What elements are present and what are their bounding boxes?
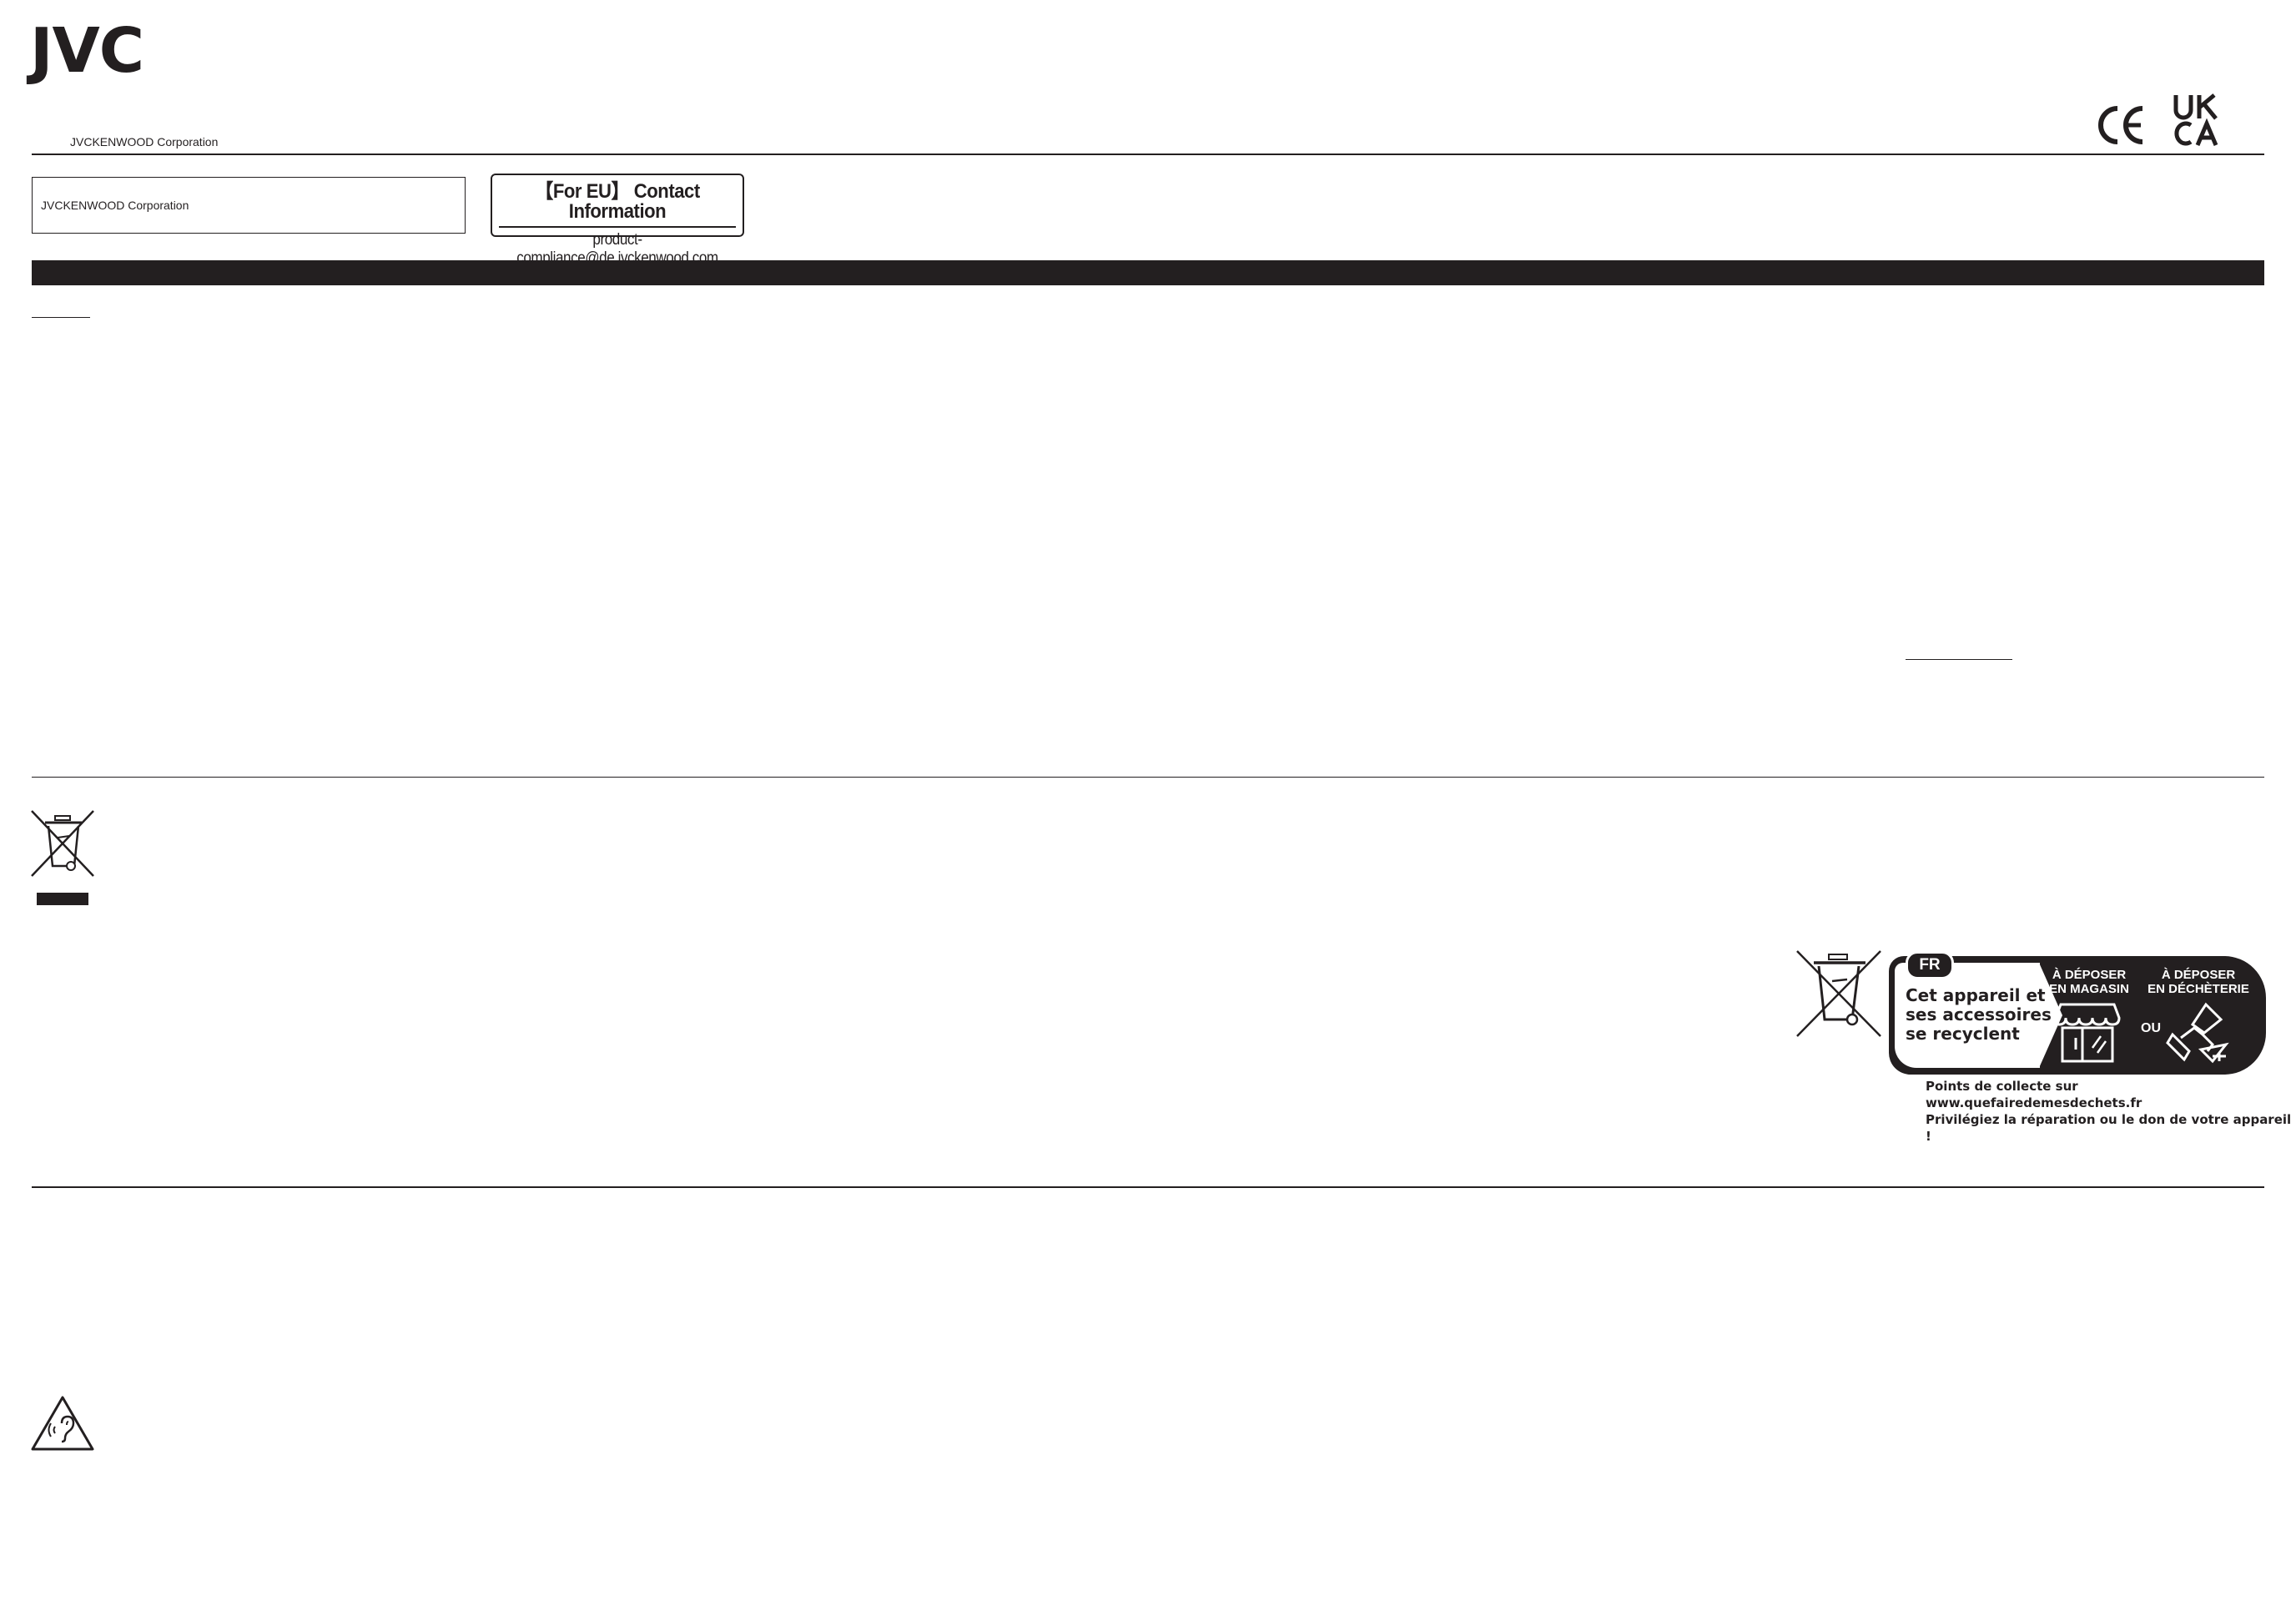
weee-bin-fr-icon <box>1796 950 1881 1037</box>
hearing-warning-icon <box>31 1396 94 1451</box>
fr-badge: FR <box>1906 951 1954 979</box>
recycling-headline-line: se recyclent <box>1906 1024 2020 1044</box>
or-label: OU <box>2141 1021 2161 1035</box>
eu-contact-title: 【For EU】 Contact Information <box>535 180 700 223</box>
short-rule-right <box>1906 659 2012 660</box>
eu-contact-divider <box>499 226 736 228</box>
shop-icon <box>2054 1003 2121 1063</box>
section-divider-1 <box>32 777 2264 778</box>
recycling-panel-arrow <box>2039 963 2062 1068</box>
option-dump-label: À DÉPOSER EN DÉCHÈTERIE <box>2144 968 2253 996</box>
option-dump-line: EN DÉCHÈTERIE <box>2147 982 2249 996</box>
eu-contact-box: 【For EU】 Contact Information product-com… <box>491 174 744 267</box>
jvc-logo: JVC <box>30 15 144 87</box>
option-store-label: À DÉPOSER EN MAGASIN <box>2044 968 2134 996</box>
recycling-footer-line: Privilégiez la réparation ou le don de v… <box>1926 1112 2292 1144</box>
ce-mark-icon <box>2098 106 2143 144</box>
short-rule <box>32 317 90 318</box>
option-dump-line: À DÉPOSER <box>2161 968 2236 982</box>
recycling-info-panel: FR Cet appareil et ses accessoires se re… <box>1889 951 2266 1075</box>
recycling-panel-label-area <box>1895 963 2040 1068</box>
option-store-line: À DÉPOSER <box>2052 968 2127 982</box>
option-store-line: EN MAGASIN <box>2049 982 2129 996</box>
company-box-text: JVCKENWOOD Corporation <box>41 199 189 212</box>
recycling-footer-line: Points de collecte sur www.quefairedemes… <box>1926 1079 2142 1110</box>
header-divider <box>32 154 2264 155</box>
company-name: JVCKENWOOD Corporation <box>70 135 219 149</box>
recycling-headline-line: ses accessoires <box>1906 1004 2052 1024</box>
recycling-headline: Cet appareil et ses accessoires se recyc… <box>1906 986 2052 1044</box>
company-box: JVCKENWOOD Corporation <box>32 177 466 234</box>
ukca-mark-icon <box>2173 93 2218 146</box>
hand-drop-icon <box>2166 1002 2229 1064</box>
section-divider-2 <box>32 1186 2264 1188</box>
weee-bin-icon <box>31 810 94 905</box>
section-bar <box>32 260 2264 285</box>
recycling-headline-line: Cet appareil et <box>1906 985 2046 1005</box>
recycling-footer: Points de collecte sur www.quefairedemes… <box>1926 1078 2296 1145</box>
